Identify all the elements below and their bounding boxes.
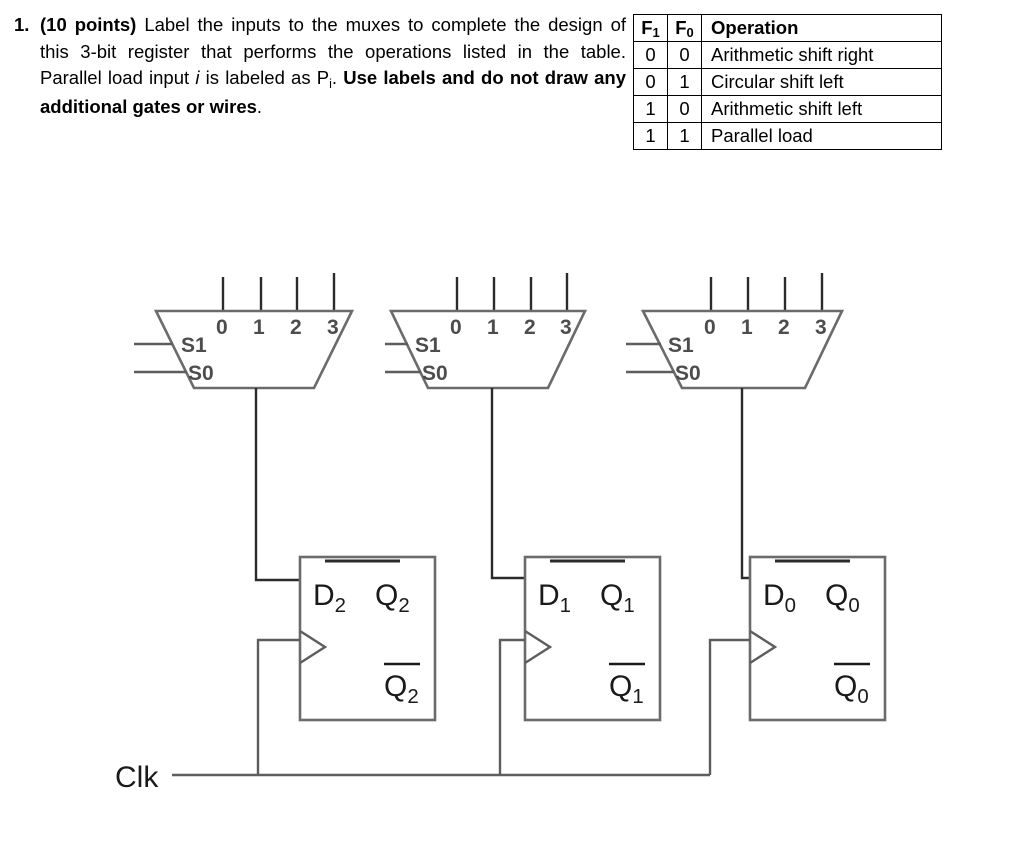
clock-label: Clk <box>115 761 159 794</box>
flipflop-1-q-label: Q1 <box>600 579 635 617</box>
flipflop-1-q-sub: 1 <box>623 595 634 617</box>
flipflop-0-q-label: Q0 <box>825 579 860 617</box>
flipflop-0-d-sub: 0 <box>785 595 796 617</box>
flipflop-2-d-sub: 2 <box>335 595 346 617</box>
mux-1-output-wire[interactable] <box>490 388 525 580</box>
table-header-f0-base: F <box>675 17 687 38</box>
flipflop-2-clock-triangle-icon <box>299 629 328 665</box>
flipflop-0-group[interactable]: D0 Q0 Q0 <box>748 555 887 722</box>
question-block: 1. (10 points) Label the inputs to the m… <box>14 12 626 120</box>
mux-2-select-label-s0: S0 <box>188 362 214 385</box>
table-row: 1 1 Parallel load <box>633 122 942 150</box>
flipflop-0-d-label: D0 <box>763 579 796 617</box>
table-header-f0: F0 <box>667 14 702 42</box>
mux-0-group[interactable]: 0 1 2 3 S1 S0 <box>626 273 845 580</box>
mux-1-input-label-0: 0 <box>450 316 462 339</box>
flipflop-0-qbar-sub: 0 <box>857 686 868 708</box>
table-header-operation: Operation <box>701 14 942 42</box>
flipflop-0-body[interactable] <box>748 555 887 722</box>
table-header-f1-sub: 1 <box>652 25 660 41</box>
question-body-part2: is labeled as P <box>199 67 330 88</box>
flipflop-2-q-label: Q2 <box>375 579 410 617</box>
mux-1-select-label-s1: S1 <box>415 334 441 357</box>
cell-operation: Circular shift left <box>701 68 942 96</box>
table-header-row: F1 F0 Operation <box>633 14 942 42</box>
mux-2-select-label-s1: S1 <box>181 334 207 357</box>
flipflop-1-d-label: D1 <box>538 579 571 617</box>
flipflop-1-d-base: D <box>538 579 560 612</box>
clock-branch-ff2[interactable] <box>256 638 300 775</box>
mux-1-body[interactable] <box>388 309 588 390</box>
question-italic-i: i <box>195 67 200 88</box>
flipflop-0-clock-triangle-icon <box>749 629 778 665</box>
table-header-f0-sub: 0 <box>686 25 694 41</box>
clock-branch-ff0[interactable] <box>708 638 750 775</box>
mux-1-input-label-2: 2 <box>524 316 536 339</box>
operation-truth-table: F1 F0 Operation 0 0 Arithmetic shift rig… <box>633 14 942 150</box>
flipflop-1-clock-triangle-icon <box>524 629 553 665</box>
table-header-f1-base: F <box>641 17 653 38</box>
question-text: (10 points) Label the inputs to the muxe… <box>40 12 626 120</box>
mux-2-input-label-0: 0 <box>216 316 228 339</box>
flipflop-2-d-label: D2 <box>313 579 346 617</box>
question-points-label: (10 points) <box>40 14 137 35</box>
clock-network[interactable]: Clk <box>115 638 750 794</box>
flipflop-0-q-base: Q <box>825 579 848 612</box>
flipflop-2-group[interactable]: D2 Q2 Q2 <box>298 555 437 722</box>
mux-2-group[interactable]: 0 1 2 3 S1 S0 <box>134 273 355 582</box>
mux-0-select-label-s1: S1 <box>668 334 694 357</box>
flipflop-0-d-base: D <box>763 579 785 612</box>
flipflop-0-q-sub: 0 <box>848 595 859 617</box>
mux-1-input-label-3: 3 <box>560 316 572 339</box>
cell-f1: 0 <box>633 41 668 69</box>
flipflop-2-q-base: Q <box>375 579 398 612</box>
flipflop-2-q-sub: 2 <box>398 595 409 617</box>
question-body-part3: . <box>331 67 344 88</box>
flipflop-0-qbar-label: Q0 <box>834 670 869 708</box>
mux-0-input-label-2: 2 <box>778 316 790 339</box>
mux-0-input-label-1: 1 <box>741 316 753 339</box>
mux-2-input-label-3: 3 <box>327 316 339 339</box>
flipflop-2-qbar-sub: 2 <box>407 686 418 708</box>
flipflop-2-d-base: D <box>313 579 335 612</box>
flipflop-1-qbar-base: Q <box>609 670 632 703</box>
mux-1-select-label-s0: S0 <box>422 362 448 385</box>
mux-0-input-label-3: 3 <box>815 316 827 339</box>
mux-0-output-wire[interactable] <box>740 388 750 580</box>
mux-2-output-wire[interactable] <box>254 388 300 582</box>
cell-f0: 0 <box>667 95 702 123</box>
flipflop-2-qbar-label: Q2 <box>384 670 419 708</box>
flipflop-2-body[interactable] <box>298 555 437 722</box>
flipflop-2-qbar-base: Q <box>384 670 407 703</box>
mux-0-input-label-0: 0 <box>704 316 716 339</box>
cell-f1: 1 <box>633 122 668 150</box>
flipflop-1-q-base: Q <box>600 579 623 612</box>
flipflop-1-qbar-label: Q1 <box>609 670 644 708</box>
question-bold-tail: Use labels and do not draw any additiona… <box>40 67 626 117</box>
cell-operation: Parallel load <box>701 122 942 150</box>
mux-1-group[interactable]: 0 1 2 3 S1 S0 <box>385 273 588 580</box>
flipflop-1-qbar-sub: 1 <box>632 686 643 708</box>
mux-2-input-label-1: 1 <box>253 316 265 339</box>
question-number: 1. <box>14 14 30 35</box>
cell-f0: 1 <box>667 122 702 150</box>
table-row: 0 0 Arithmetic shift right <box>633 41 942 69</box>
mux-1-input-label-1: 1 <box>487 316 499 339</box>
mux-2-input-label-2: 2 <box>290 316 302 339</box>
question-period: . <box>256 95 263 117</box>
mux-0-body[interactable] <box>640 309 845 390</box>
flipflop-1-d-sub: 1 <box>560 595 571 617</box>
flipflop-0-qbar-base: Q <box>834 670 857 703</box>
mux-2-body[interactable] <box>153 309 355 390</box>
mux-0-select-label-s0: S0 <box>675 362 701 385</box>
question-body-part1: Label the inputs to the muxes to complet… <box>40 14 627 88</box>
clock-branch-ff1[interactable] <box>498 638 525 775</box>
flipflop-1-group[interactable]: D1 Q1 Q1 <box>523 555 662 722</box>
table-row: 0 1 Circular shift left <box>633 68 942 96</box>
flipflop-1-body[interactable] <box>523 555 662 722</box>
cell-f0: 1 <box>667 68 702 96</box>
cell-operation: Arithmetic shift right <box>701 41 942 69</box>
question-subscript-i: i <box>329 76 332 91</box>
question-row: 1. (10 points) Label the inputs to the m… <box>14 12 626 120</box>
